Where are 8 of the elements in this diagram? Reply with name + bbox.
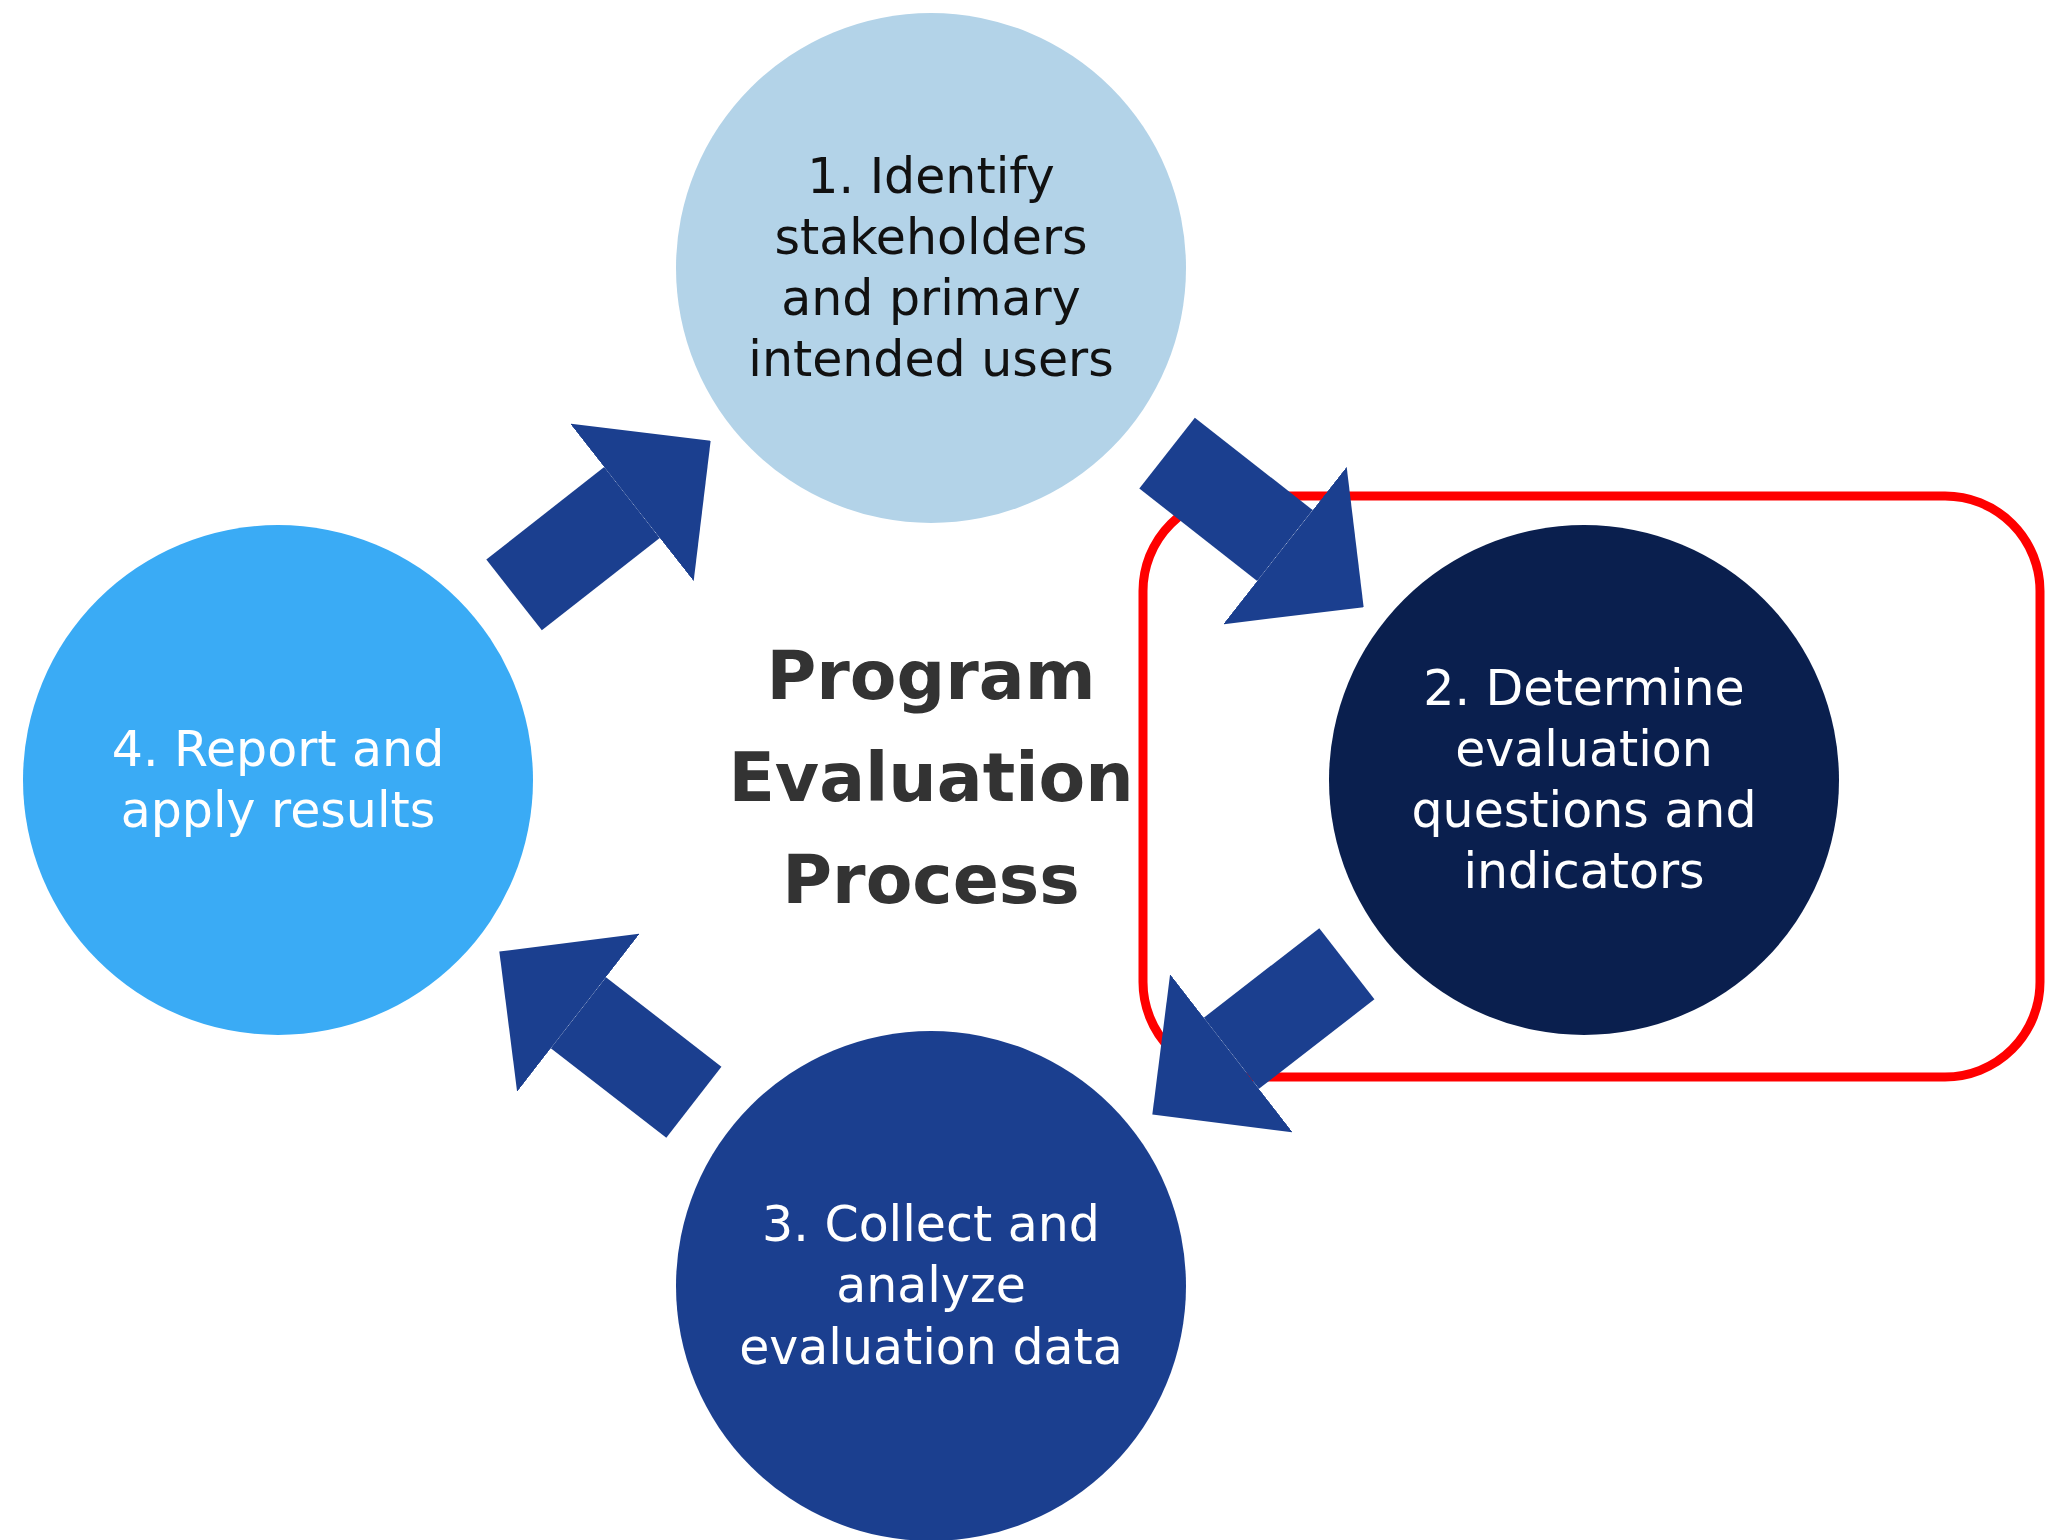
step-label: 4. Report and apply results	[110, 719, 446, 841]
block-arrow	[1152, 928, 1375, 1133]
step-label: 1. Identify stakeholders and primary intended users	[747, 146, 1115, 391]
block-arrow	[486, 423, 711, 631]
diagram-title: Program Evaluation Process	[727, 635, 1135, 921]
block-arrow	[499, 933, 722, 1138]
step-label: 2. Determine evaluation questions and indicators	[1410, 658, 1758, 903]
step-label: 3. Collect and analyze evaluation data	[738, 1195, 1124, 1378]
